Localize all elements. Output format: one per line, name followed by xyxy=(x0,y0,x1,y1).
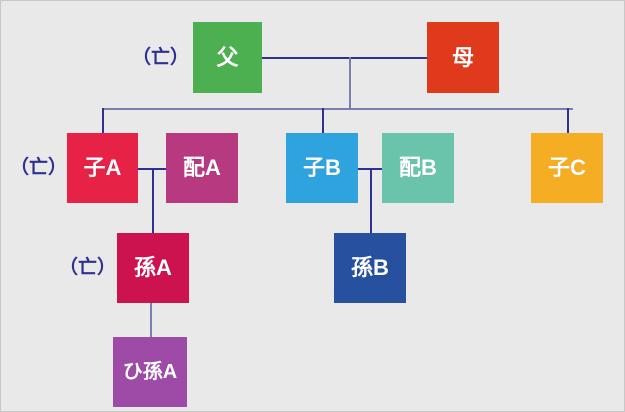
deceased-marker-father: （亡） xyxy=(132,47,190,68)
node-grandchild-b[interactable]: 孫B xyxy=(334,233,406,303)
node-great-grandchild-a[interactable]: ひ孫A xyxy=(113,337,187,407)
node-child-a[interactable]: 子A xyxy=(67,133,138,203)
connector-marriage-b-drop xyxy=(370,168,372,235)
connector-child-a-stem xyxy=(102,108,104,134)
connector-child-b-stem xyxy=(322,108,324,134)
connector-parents-drop xyxy=(349,57,351,110)
node-grandchild-a[interactable]: 孫A xyxy=(117,233,189,303)
node-mother[interactable]: 母 xyxy=(427,22,499,93)
node-spouse-b[interactable]: 配B xyxy=(382,133,454,203)
node-spouse-a[interactable]: 配A xyxy=(166,133,238,203)
node-child-b[interactable]: 子B xyxy=(286,133,358,203)
connector-sibling-bar xyxy=(102,108,573,110)
connector-child-c-stem xyxy=(567,108,569,134)
connector-marriage-a-drop xyxy=(152,168,154,269)
connector-grandchild-a-to-great xyxy=(150,303,152,339)
deceased-marker-child-a: （亡） xyxy=(10,157,68,178)
node-father[interactable]: 父 xyxy=(193,22,262,93)
connector-marriage-parents xyxy=(262,57,427,59)
node-child-c[interactable]: 子C xyxy=(531,133,603,203)
deceased-marker-grandchild-a: （亡） xyxy=(59,257,117,278)
